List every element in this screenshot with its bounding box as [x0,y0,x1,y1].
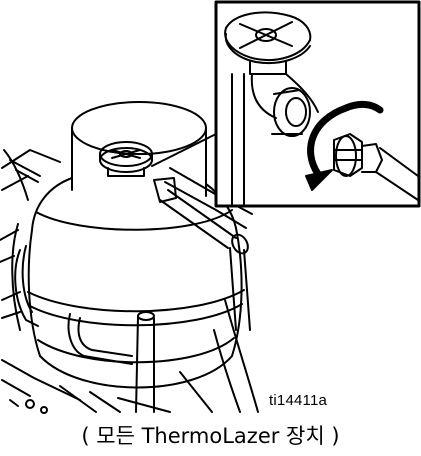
figure-caption: ( 모든 ThermoLazer 장치 ) [81,424,340,448]
callout-leader-line [151,133,217,167]
inset-valve-body [231,73,319,207]
tank-body [14,101,245,389]
rotation-arrow-icon [305,100,384,191]
side-pipe [153,177,249,255]
machine-frame [0,149,81,414]
detail-inset [214,0,421,208]
inset-hose [375,147,419,201]
technical-illustration [0,0,421,414]
tank-valve-handwheel [99,141,153,177]
tank-support-post [135,311,155,413]
inset-fitting-nut [333,133,383,177]
inset-handwheel [224,11,312,75]
figure-reference-id: ti14411a [269,392,328,409]
